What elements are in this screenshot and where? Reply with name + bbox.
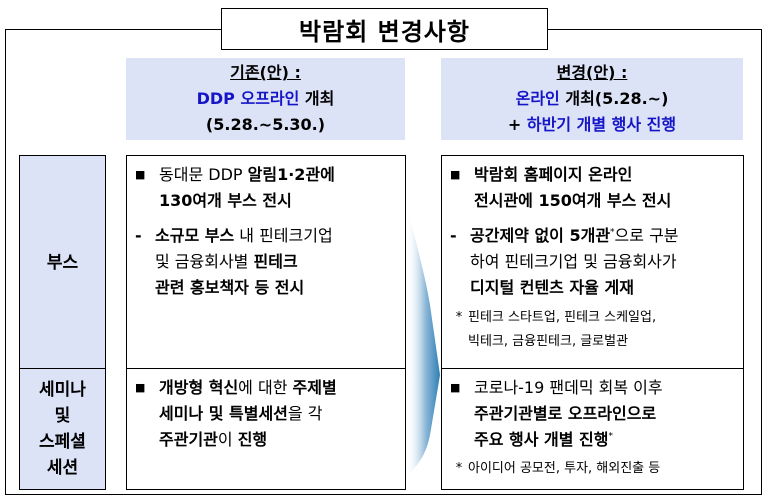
after-plan-heading: 변경(안) : <box>556 63 628 82</box>
before-plan-heading: 기존(안) : <box>230 63 301 82</box>
square-bullet-icon: ■ <box>450 381 461 394</box>
before-plan-header: 기존(안) : DDP 오프라인 개최 (5.28.~5.30.) <box>126 58 405 140</box>
chevron-right-arrow-icon <box>408 210 440 475</box>
page-title: 박람회 변경사항 <box>221 8 548 50</box>
list-item: ■ 동대문 DDP 알림1·2관에 130여개 부스 전시 <box>135 162 397 214</box>
footnote: * 핀테크 스타트업, 핀테크 스케일업, 빅테크, 금융핀테크, 글로벌관 <box>455 310 657 349</box>
square-bullet-icon: ■ <box>135 168 146 181</box>
square-bullet-icon: ■ <box>135 381 146 394</box>
seminar-after-cell: ■ 코로나-19 팬데믹 회복 이후 주관기관별로 오프라인으로 주요 행사 개… <box>441 368 744 490</box>
before-plan-dates: (5.28.~5.30.) <box>205 115 326 134</box>
seminar-before-cell: ■ 개방형 혁신에 대한 주제별 세미나 및 특별세션을 각 주관기관이 진행 <box>126 368 406 490</box>
after-plan-extra: + 하반기 개별 행사 진행 <box>507 115 677 134</box>
dash-bullet-icon: - <box>135 226 142 245</box>
row-label-seminar: 세미나 및 스페셜 세션 <box>19 368 106 490</box>
booth-before-cell: ■ 동대문 DDP 알림1·2관에 130여개 부스 전시 - 소규모 부스 내… <box>126 155 406 370</box>
list-item: - 공간제약 없이 5개관*으로 구분 하여 핀테크기업 및 금융회사가 디지털… <box>450 223 735 301</box>
before-plan-venue: DDP 오프라인 개최 <box>196 89 335 108</box>
booth-after-cell: ■ 박람회 홈페이지 온라인 전시관에 150여개 부스 전시 - 공간제약 없… <box>441 155 744 370</box>
row-label-booth: 부스 <box>19 155 106 370</box>
list-item: ■ 코로나-19 팬데믹 회복 이후 주관기관별로 오프라인으로 주요 행사 개… <box>450 375 735 453</box>
list-item: ■ 박람회 홈페이지 온라인 전시관에 150여개 부스 전시 <box>450 162 735 214</box>
after-plan-header: 변경(안) : 온라인 개최(5.28.~) + 하반기 개별 행사 진행 <box>441 58 743 140</box>
square-bullet-icon: ■ <box>450 168 461 181</box>
list-item: ■ 개방형 혁신에 대한 주제별 세미나 및 특별세션을 각 주관기관이 진행 <box>135 375 397 453</box>
footnote: * 아이디어 공모전, 투자, 해외진출 등 <box>455 461 661 476</box>
list-item: - 소규모 부스 내 핀테크기업 및 금융회사별 핀테크 관련 홍보책자 등 전… <box>135 223 397 301</box>
dash-bullet-icon: - <box>450 226 457 245</box>
after-plan-venue: 온라인 개최(5.28.~) <box>515 89 669 108</box>
